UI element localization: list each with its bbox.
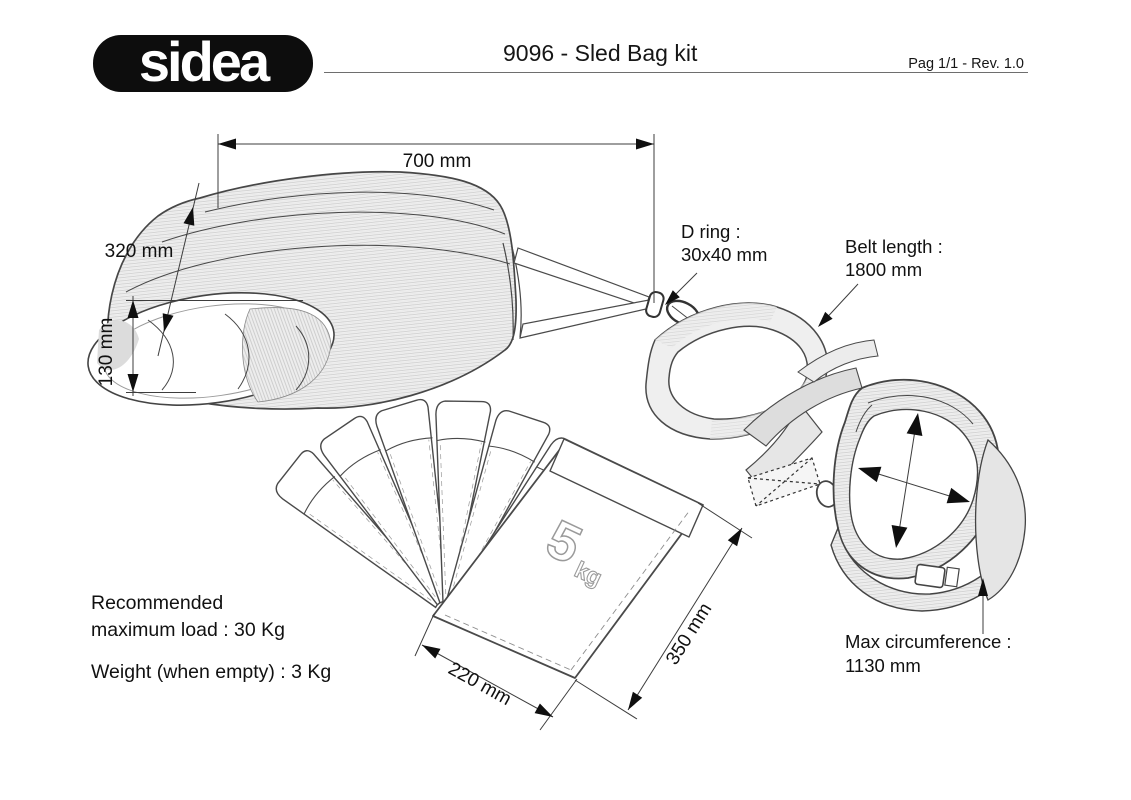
belt-strap-illustration bbox=[645, 302, 879, 508]
spec-notes: Recommended maximum load : 30 Kg Weight … bbox=[91, 592, 331, 683]
fan-bag bbox=[275, 450, 442, 609]
d-ring-label-line1: D ring : bbox=[681, 221, 741, 242]
dim-label-320mm: 320 mm bbox=[105, 241, 174, 262]
dim-label-350mm: 350 mm bbox=[662, 599, 716, 668]
callout-labels: D ring : 30x40 mm Belt length : 1800 mm … bbox=[681, 221, 1012, 676]
max-circumference-label-line2: 1130 mm bbox=[845, 655, 921, 676]
empty-weight-note: Weight (when empty) : 3 Kg bbox=[91, 661, 331, 683]
fan-bag bbox=[445, 409, 551, 605]
fan-bag bbox=[375, 398, 450, 604]
max-circumference-label-line1: Max circumference : bbox=[845, 631, 1012, 652]
belt-measure-arrows bbox=[858, 413, 970, 548]
header-divider bbox=[324, 72, 1028, 73]
waist-belt-illustration bbox=[830, 378, 1027, 612]
belt-length-label-line2: 1800 mm bbox=[845, 259, 922, 280]
page-revision-label: Pag 1/1 - Rev. 1.0 bbox=[908, 56, 1024, 72]
sidea-logo: sidea bbox=[93, 33, 313, 92]
recommended-load-line1: Recommended bbox=[91, 592, 223, 614]
page-title: 9096 - Sled Bag kit bbox=[503, 40, 698, 66]
dim-label-700mm: 700 mm bbox=[403, 151, 472, 172]
weight-bags-illustration: 5 kg bbox=[275, 398, 704, 679]
fan-bag bbox=[320, 415, 446, 606]
cross-stitch-box bbox=[747, 457, 821, 507]
fan-bag bbox=[435, 400, 492, 603]
recommended-load-line2: maximum load : 30 Kg bbox=[91, 619, 285, 641]
dim-label-130mm: 130 mm bbox=[96, 318, 117, 387]
sled-bag-illustration bbox=[87, 170, 701, 410]
d-ring-label-line2: 30x40 mm bbox=[681, 244, 767, 265]
front-weight-bag: 5 kg bbox=[432, 438, 704, 679]
belt-length-label-line1: Belt length : bbox=[845, 236, 943, 257]
d-ring-illustration bbox=[645, 290, 701, 327]
dim-label-220mm: 220 mm bbox=[445, 658, 515, 710]
